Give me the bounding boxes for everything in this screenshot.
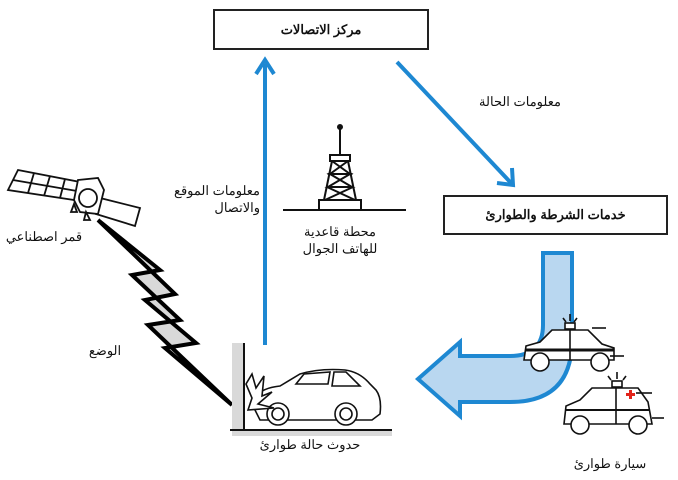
emergency-occurs-label: حدوث حالة طوارئ <box>259 437 361 452</box>
lightning-signal-icon <box>96 218 234 407</box>
police-emergency-box: خدمات الشرطة والطوارئ <box>443 195 668 235</box>
communications-center-label: مركز الاتصالات <box>280 21 362 37</box>
cell-tower-icon <box>283 124 406 211</box>
satellite-label: قمر اصطناعي <box>5 229 83 244</box>
police-car-icon <box>523 314 624 372</box>
ambulance-icon <box>563 372 664 435</box>
location-connection-label: معلومات الموقع والاتصال <box>160 182 260 216</box>
satellite-icon <box>6 168 142 228</box>
base-station-line-1: محطة قاعدية <box>304 224 376 239</box>
communications-center-box: مركز الاتصالات <box>213 9 429 50</box>
arrow-up-to-center <box>254 56 276 345</box>
police-emergency-label: خدمات الشرطة والطوارئ <box>485 207 626 222</box>
status-info-label: معلومات الحالة <box>479 94 561 109</box>
crash-scene <box>230 343 392 436</box>
emergency-vehicle-label: سيارة طوارئ <box>573 456 647 471</box>
crashed-car-icon <box>245 368 382 426</box>
location-connection-line-1: معلومات الموقع <box>174 183 260 198</box>
arrow-center-to-police <box>395 60 516 188</box>
position-label: الوضع <box>88 343 122 358</box>
base-station-line-2: للهاتف الجوال <box>302 241 378 256</box>
base-station-label: محطة قاعدية للهاتف الجوال <box>280 223 400 257</box>
location-connection-line-2: والاتصال <box>214 200 260 215</box>
